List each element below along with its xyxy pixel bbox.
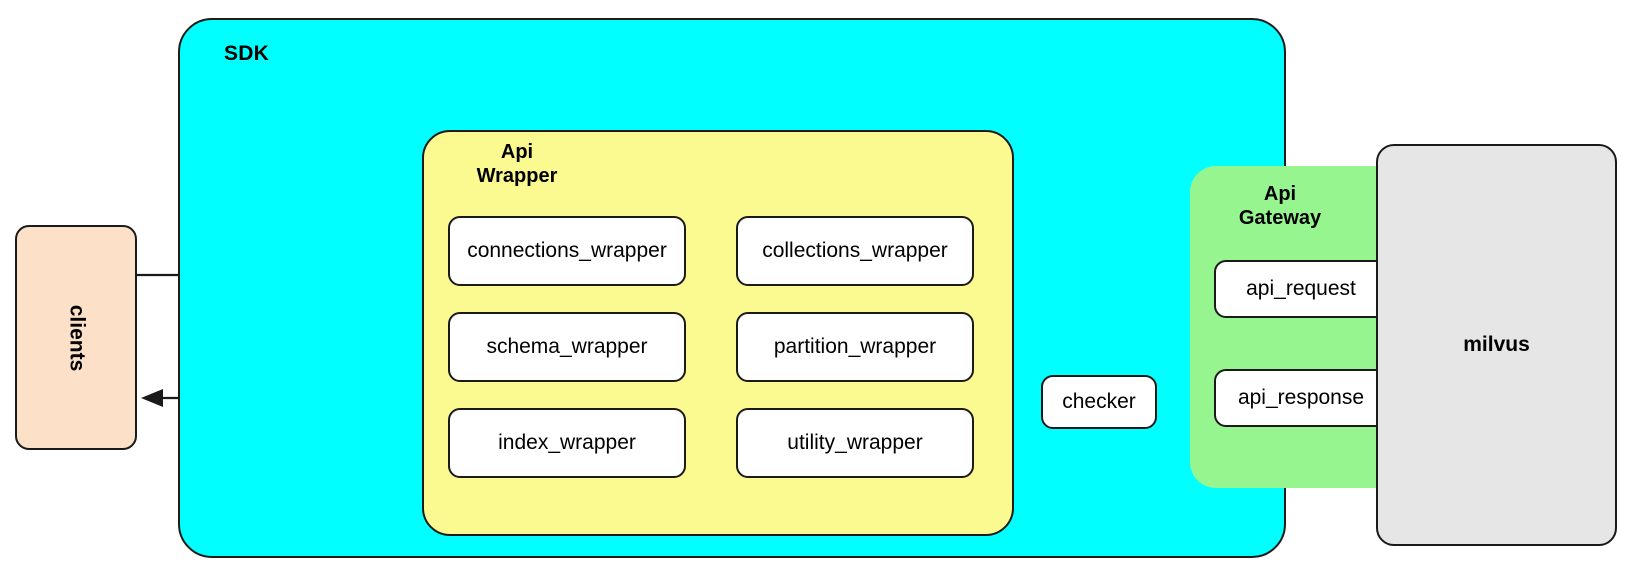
api-gateway-label-line2: Gateway: [1238, 207, 1322, 230]
clients-label: clients: [65, 304, 88, 371]
checker-node[interactable]: checker: [1041, 375, 1157, 429]
api-wrapper-label: Api Wrapper: [442, 140, 592, 189]
api-wrapper-label-line2: Wrapper: [476, 165, 558, 188]
wrapper-box-partition[interactable]: partition_wrapper: [736, 312, 974, 382]
api-gateway-label: Api Gateway: [1204, 182, 1356, 231]
sdk-label: SDK: [224, 42, 269, 65]
api-wrapper-label-line1: Api: [500, 141, 534, 163]
wrapper-box-collections[interactable]: collections_wrapper: [736, 216, 974, 286]
clients-node[interactable]: clients: [15, 225, 137, 450]
api-gateway-label-line1: Api: [1263, 183, 1297, 205]
sdk-container[interactable]: SDK Api Wrapper connections_wrapper coll…: [178, 18, 1418, 558]
milvus-node[interactable]: milvus: [1376, 144, 1617, 546]
wrapper-box-utility[interactable]: utility_wrapper: [736, 408, 974, 478]
gateway-box-api-request[interactable]: api_request: [1214, 260, 1388, 318]
wrapper-box-index[interactable]: index_wrapper: [448, 408, 686, 478]
wrapper-box-schema[interactable]: schema_wrapper: [448, 312, 686, 382]
gateway-box-api-response[interactable]: api_response: [1214, 369, 1388, 427]
wrapper-box-connections[interactable]: connections_wrapper: [448, 216, 686, 286]
api-wrapper-group[interactable]: Api Wrapper connections_wrapper collecti…: [422, 130, 1014, 536]
